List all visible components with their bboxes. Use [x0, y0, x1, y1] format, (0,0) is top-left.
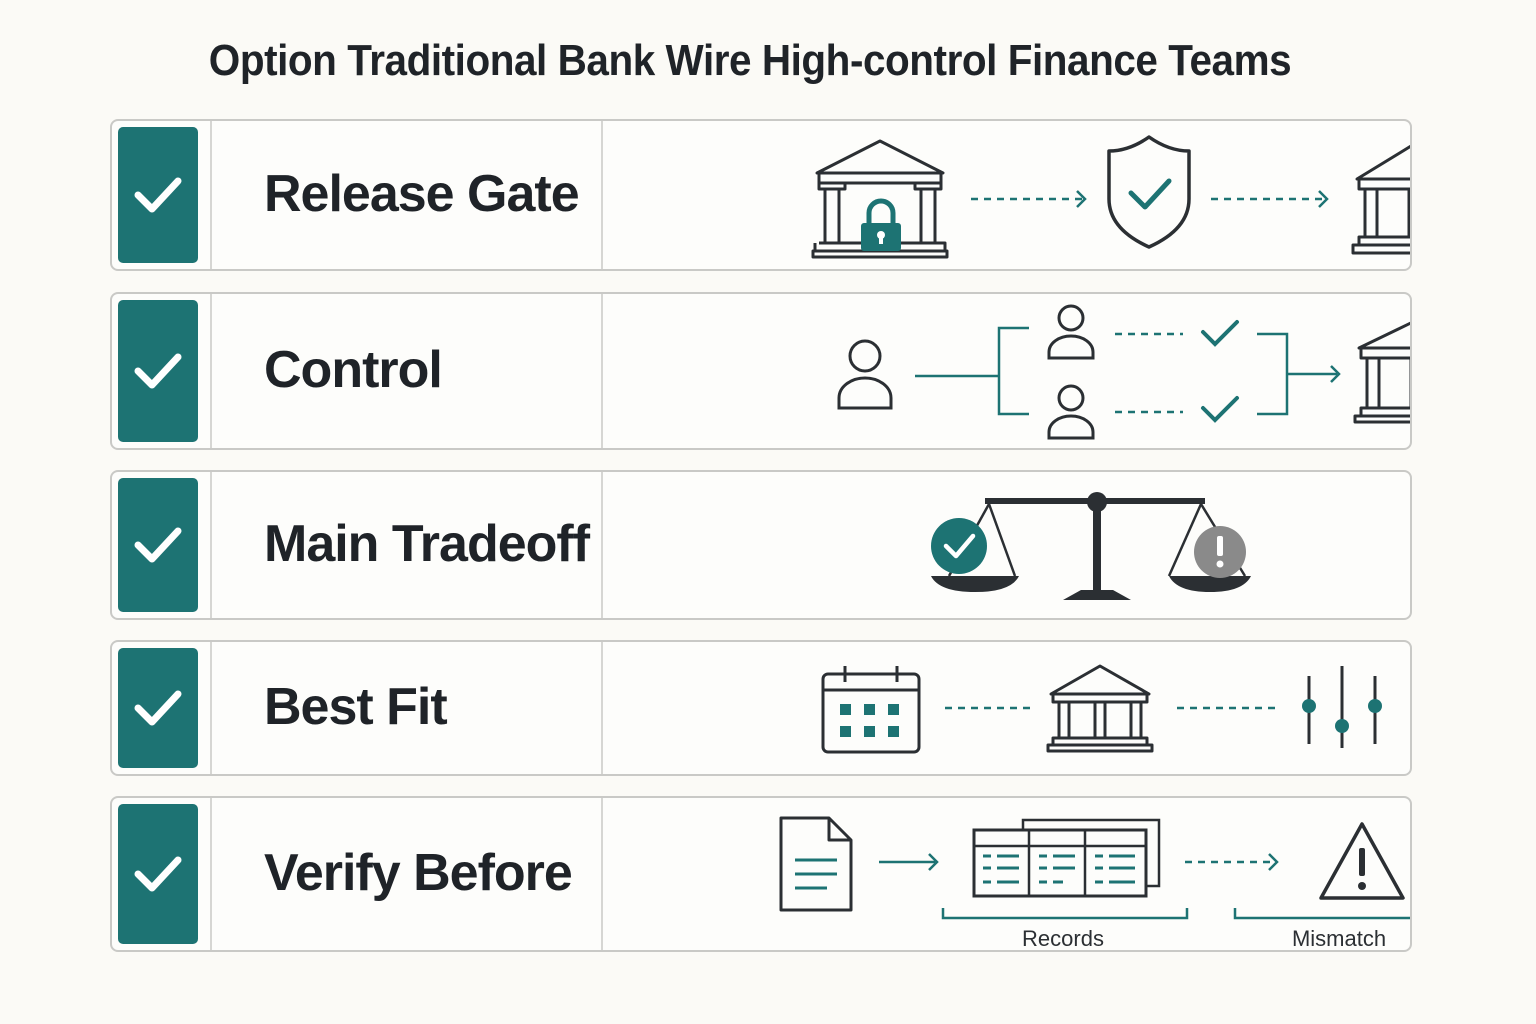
row-release-gate: Release Gate [110, 119, 1412, 271]
document-icon [779, 816, 853, 912]
divider [601, 798, 603, 950]
bank-icon [1046, 664, 1154, 753]
row-label: Verify Before [264, 843, 573, 902]
main-tradeoff-illustration [931, 492, 1251, 600]
shield-check-icon [1107, 135, 1191, 249]
row-verify-before: Verify Before [110, 796, 1412, 952]
verify-before-illustration: Records Mismatch [779, 816, 1410, 951]
best-fit-illustration [821, 664, 1382, 754]
row-checkbox[interactable] [118, 300, 198, 442]
row-checkbox[interactable] [118, 478, 198, 612]
divider [601, 121, 603, 269]
approver-user-icon [1047, 304, 1095, 360]
check-icon [1201, 320, 1239, 347]
row-label: Best Fit [264, 677, 448, 736]
row-checkbox[interactable] [118, 127, 198, 263]
padlock-icon [861, 198, 901, 251]
warning-triangle-icon [1319, 822, 1405, 900]
check-icon [1201, 396, 1239, 423]
arrow-icon [1257, 332, 1341, 416]
dashed-arrow-icon [971, 190, 1087, 208]
divider [210, 121, 212, 269]
release-gate-illustration [811, 135, 1410, 259]
dashed-connector [1115, 332, 1183, 414]
dashed-arrow-icon [1185, 853, 1279, 871]
page-title: Option Traditional Bank Wire High-contro… [208, 36, 1292, 85]
divider [601, 642, 603, 774]
checkmark-icon [134, 527, 182, 563]
approver-user-icon [1047, 384, 1095, 440]
divider [601, 294, 603, 448]
divider [210, 472, 212, 618]
row-main-tradeoff: Main Tradeoff [110, 470, 1412, 620]
row-label: Release Gate [264, 164, 580, 223]
row-checkbox[interactable] [118, 648, 198, 768]
records-table-icon [972, 818, 1161, 898]
divider [210, 642, 212, 774]
records-caption: Records [1022, 926, 1104, 951]
checkmark-icon [134, 353, 182, 389]
divider [210, 798, 212, 950]
checkmark-icon [134, 690, 182, 726]
locked-bank-icon [811, 139, 949, 259]
user-icon [837, 339, 893, 410]
dashed-arrow-icon [1211, 190, 1329, 208]
alert-circle-icon [1194, 526, 1246, 578]
sliders-icon [1302, 666, 1382, 748]
approval-branch-lines [915, 326, 1029, 416]
calendar-icon [821, 666, 921, 754]
divider [210, 294, 212, 448]
row-control: Control [110, 292, 1412, 450]
check-circle-icon [931, 518, 987, 574]
divider [601, 472, 603, 618]
row-best-fit: Best Fit [110, 640, 1412, 776]
row-label: Control [264, 340, 443, 399]
checkmark-icon [134, 856, 182, 892]
row-label: Main Tradeoff [264, 514, 590, 573]
bracket-lines [941, 908, 1410, 920]
control-illustration [837, 304, 1410, 440]
mismatch-caption: Mismatch [1292, 926, 1386, 951]
bank-icon [1351, 144, 1410, 255]
arrow-icon [879, 853, 939, 871]
row-checkbox[interactable] [118, 804, 198, 944]
checkmark-icon [134, 177, 182, 213]
bank-icon [1353, 321, 1410, 424]
